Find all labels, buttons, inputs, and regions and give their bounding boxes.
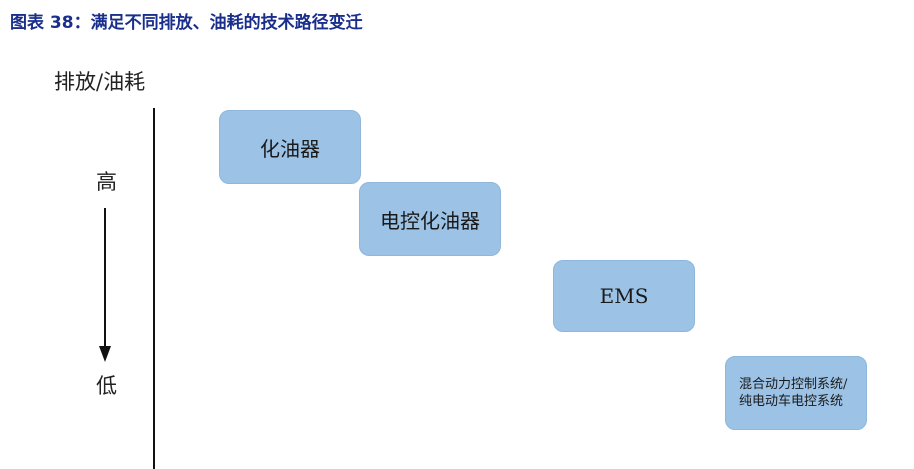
down-arrow-shaft xyxy=(104,208,106,348)
stage-box-carburetor: 化油器 xyxy=(219,110,361,184)
stage-label: EMS xyxy=(599,284,649,308)
high-level-label: 高 xyxy=(96,170,117,194)
axis-title: 排放/油耗 xyxy=(54,70,146,94)
figure-title: 图表 38：满足不同排放、油耗的技术路径变迁 xyxy=(10,13,363,33)
stage-label: 电控化油器 xyxy=(380,208,480,233)
stage-box-ems: EMS xyxy=(553,260,695,332)
stage-label: 混合动力控制系统/纯电动车电控系统 xyxy=(739,377,848,409)
stage-box-electronic-carburetor: 电控化油器 xyxy=(359,182,501,256)
low-level-label: 低 xyxy=(96,374,117,398)
stage-label: 化油器 xyxy=(260,136,320,161)
down-arrow-icon xyxy=(99,346,111,362)
vertical-axis-line xyxy=(153,108,155,469)
stage-box-hybrid-ev-control: 混合动力控制系统/纯电动车电控系统 xyxy=(725,356,867,430)
